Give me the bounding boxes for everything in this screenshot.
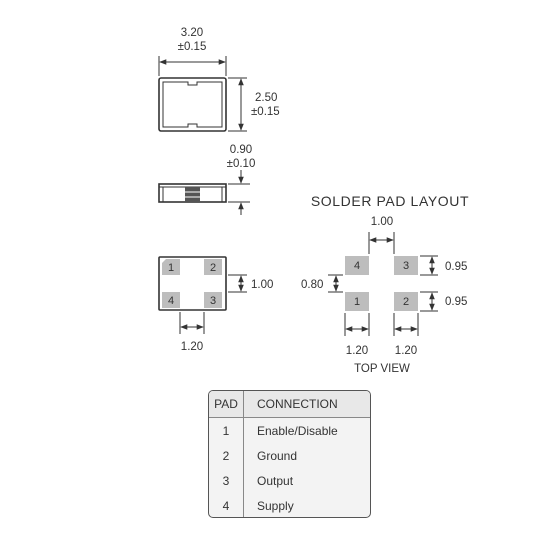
pad-width-right-dimension: 1.20 — [393, 313, 419, 357]
solder-pad-3-label: 3 — [403, 260, 409, 272]
pad-gap-y-value: 0.80 — [301, 279, 323, 291]
solder-pad-layout-title: SOLDER PAD LAYOUT — [311, 193, 469, 209]
bottom-pad-3-label: 3 — [210, 295, 216, 307]
width-tolerance: ±0.15 — [178, 41, 207, 53]
height-value: 2.50 — [255, 92, 277, 104]
bottom-pad-1-label: 1 — [168, 262, 174, 274]
pad-height-bottom-value: 0.95 — [445, 296, 467, 308]
pad-cell: 2 — [222, 448, 230, 463]
pad-height-top-dimension: 0.95 — [420, 255, 467, 276]
table-row: 3 Output — [209, 468, 370, 493]
solder-pad-2-label: 2 — [403, 296, 409, 308]
thickness-value: 0.90 — [230, 144, 252, 156]
pad-width-left-dimension: 1.20 — [344, 313, 370, 357]
solder-pad-4-label: 4 — [354, 260, 360, 272]
pad-cell: 4 — [222, 498, 230, 513]
bottom-horizontal-pitch-value: 1.20 — [181, 341, 203, 353]
connection-cell: Enable/Disable — [257, 423, 338, 438]
solder-pads: 4 3 1 2 — [345, 256, 418, 311]
column-header-pad: PAD — [214, 397, 238, 411]
package-bottom-view: 1 2 4 3 — [158, 256, 227, 311]
pad-height-top-value: 0.95 — [445, 261, 467, 273]
top-view-caption: TOP VIEW — [354, 363, 410, 375]
column-header-connection: CONNECTION — [257, 397, 338, 411]
pad-cell: 3 — [222, 473, 230, 488]
pad-width-left-value: 1.20 — [346, 345, 368, 357]
table-row: 2 Ground — [209, 443, 370, 468]
solder-pad-1-label: 1 — [354, 296, 360, 308]
package-side-view — [158, 183, 227, 203]
height-tolerance: ±0.15 — [251, 106, 280, 118]
pad-connection-table: PAD CONNECTION 1 Enable/Disable 2 Ground… — [208, 390, 371, 518]
package-top-view — [158, 77, 227, 132]
pad-height-bottom-dimension: 0.95 — [420, 291, 467, 312]
connection-cell: Supply — [257, 498, 294, 513]
width-dimension: 3.20 ±0.15 — [158, 27, 227, 76]
table-row: 4 Supply — [209, 493, 370, 517]
thickness-tolerance: ±0.10 — [227, 158, 256, 170]
pad-cell: 1 — [222, 423, 230, 438]
pad-gap-y-dimension: 0.80 — [301, 274, 343, 293]
connection-cell: Output — [257, 473, 294, 488]
table-row: 1 Enable/Disable — [209, 418, 370, 443]
thickness-dimension: 0.90 ±0.10 — [227, 144, 256, 215]
pad-width-right-value: 1.20 — [395, 345, 417, 357]
pad-gap-x-dimension: 1.00 — [368, 216, 395, 254]
table-header: PAD CONNECTION — [209, 391, 370, 418]
height-dimension: 2.50 ±0.15 — [228, 77, 280, 132]
bottom-vertical-pitch-dimension: 1.00 — [228, 274, 273, 293]
width-value: 3.20 — [181, 27, 203, 39]
connection-cell: Ground — [257, 448, 298, 463]
bottom-horizontal-pitch-dimension: 1.20 — [179, 312, 205, 353]
pad-gap-x-value: 1.00 — [371, 216, 393, 228]
bottom-pad-4-label: 4 — [168, 295, 174, 307]
bottom-vertical-pitch-value: 1.00 — [251, 279, 273, 291]
bottom-pad-2-label: 2 — [210, 262, 216, 274]
